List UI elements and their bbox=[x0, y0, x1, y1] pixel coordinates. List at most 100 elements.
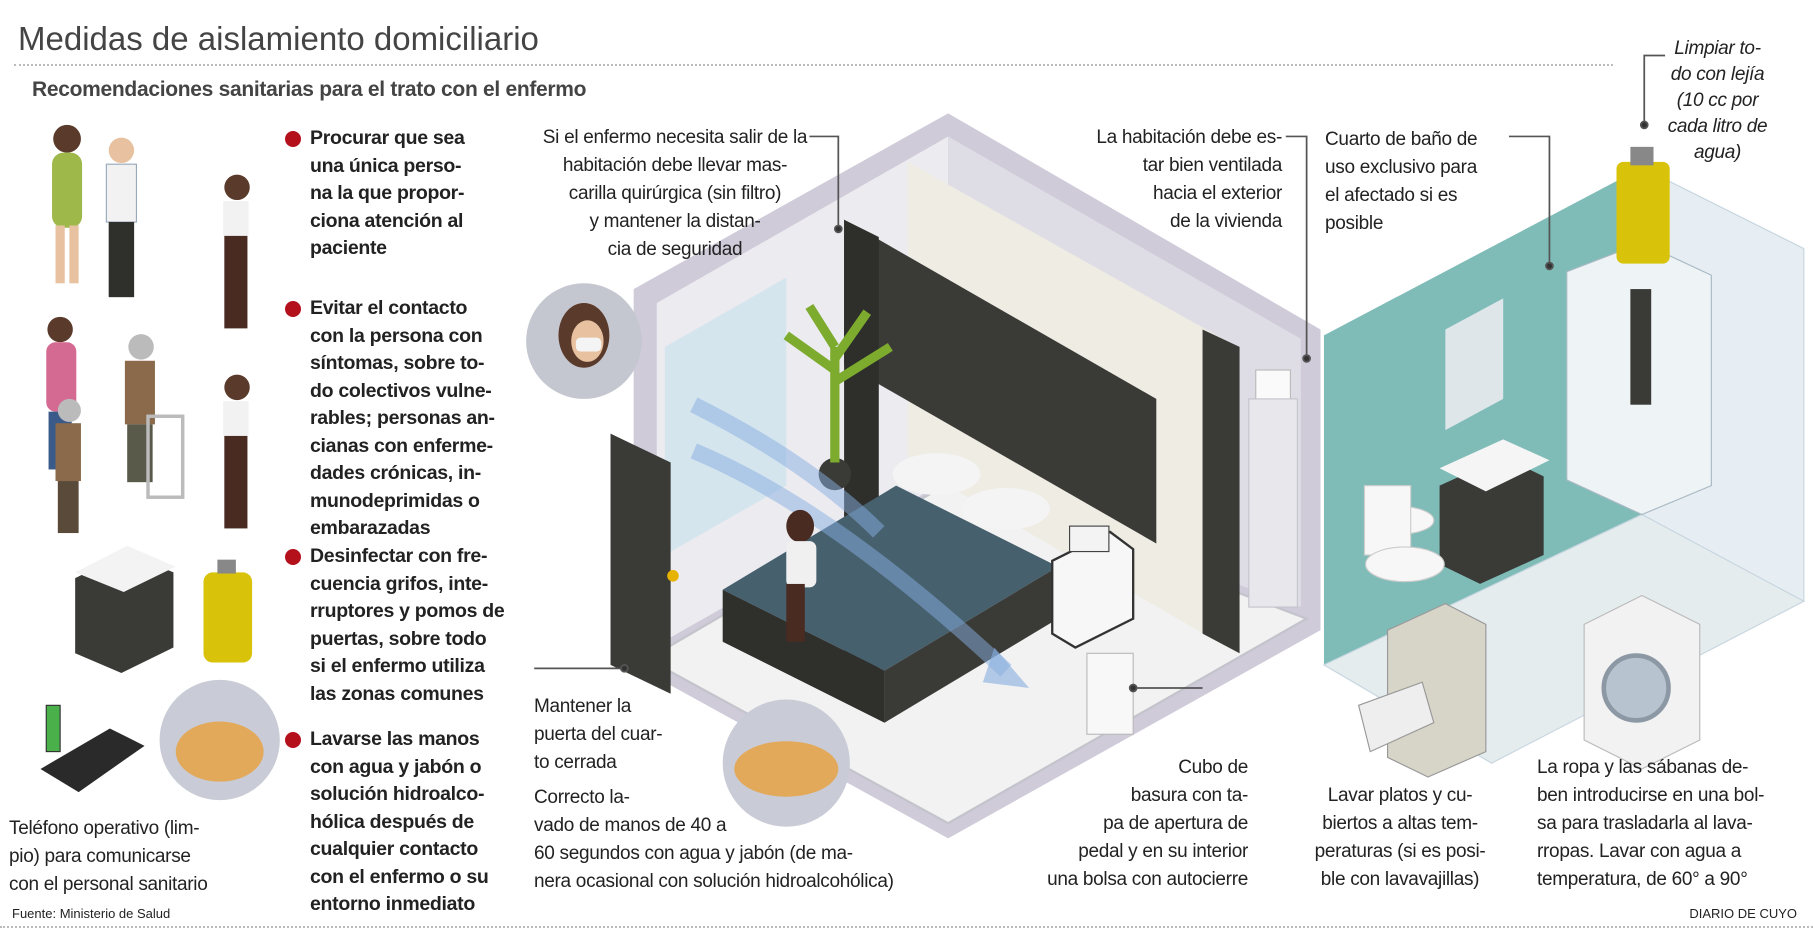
text-line: con agua y jabón o bbox=[310, 755, 482, 778]
text-line: basura con ta- bbox=[1130, 785, 1249, 806]
text-line: nera ocasional con solución hidroalcohól… bbox=[534, 871, 894, 892]
headboard bbox=[844, 219, 1157, 544]
text-line: con la persona con bbox=[310, 324, 483, 347]
patient bbox=[786, 541, 817, 588]
bathroom-illustration bbox=[1322, 146, 1806, 778]
text-line: el afectado si es bbox=[1325, 185, 1458, 206]
recommendation-avoid-contact: Evitar el contacto con la persona con sínt… bbox=[285, 295, 495, 543]
note-handwash: Correcto la-vado de manos de 40 a 60 segu… bbox=[534, 784, 894, 896]
text-line: pio) para comunicarse bbox=[9, 846, 191, 867]
text-line: La habitación debe es- bbox=[1096, 127, 1282, 148]
text-line: posible bbox=[1325, 213, 1384, 234]
battery-icon bbox=[45, 704, 61, 753]
text-line: embarazadas bbox=[310, 517, 431, 539]
sink bbox=[1439, 456, 1544, 584]
mirror bbox=[1445, 298, 1504, 431]
text-line: Procurar que sea bbox=[310, 127, 465, 149]
text-line: do colectivos vulne- bbox=[310, 379, 492, 402]
text-line: sa para trasladarla al lava- bbox=[1537, 813, 1753, 834]
recommendation-disinfect: Desinfectar con fre-cuencia grifos, inte… bbox=[285, 543, 505, 708]
soap-bottle-icon bbox=[203, 572, 253, 663]
divider bbox=[14, 64, 1613, 66]
text-line: uso exclusivo para bbox=[1325, 157, 1477, 178]
bleach-bottle bbox=[1616, 161, 1670, 264]
text-line: ble con lavavajillas) bbox=[1320, 869, 1480, 890]
text-line: cia de seguridad bbox=[607, 239, 743, 260]
text-line: tar bien ventilada bbox=[1142, 155, 1283, 176]
trash-bin bbox=[1086, 652, 1134, 735]
nightstand bbox=[1051, 530, 1135, 649]
note-mask: Si el enfermo necesita salir de la habita… bbox=[530, 124, 820, 264]
text-line: Teléfono operativo (lim- bbox=[9, 818, 200, 839]
text-line: temperatura, de 60° a 90° bbox=[1537, 869, 1748, 890]
bedroom-illustration bbox=[610, 113, 1321, 839]
text-line: una única perso- bbox=[310, 154, 462, 177]
text-line: una bolsa con autocierre bbox=[1047, 869, 1248, 890]
text-line: rables; personas an- bbox=[310, 407, 495, 429]
text-line: hacia el exterior bbox=[1152, 183, 1282, 204]
text-line: y mantener la distan- bbox=[589, 211, 761, 232]
text-line: con el enfermo o su bbox=[310, 865, 489, 888]
text-line: síntomas, sobre to- bbox=[310, 352, 485, 374]
text-line: si el enfermo utiliza bbox=[310, 655, 485, 677]
bullet-dot bbox=[285, 732, 301, 748]
note-laundry: La ropa y las sábanas de-ben introducirs… bbox=[1537, 754, 1764, 894]
text-line: agua) bbox=[1693, 142, 1742, 163]
callout-lines bbox=[534, 54, 1666, 693]
text-line: (10 cc por bbox=[1676, 90, 1759, 111]
text-line: Cuarto de baño de bbox=[1325, 129, 1478, 150]
walker bbox=[146, 414, 185, 499]
text-line: solución hidroalco- bbox=[310, 783, 485, 805]
text-line: con el personal sanitario bbox=[9, 874, 208, 895]
text-line: cualquier contacto bbox=[310, 838, 478, 860]
note-ventilation: La habitación debe es-tar bien ventilada… bbox=[1060, 124, 1282, 236]
text-line: peraturas (si es posi- bbox=[1314, 841, 1486, 862]
text-line: cada litro de bbox=[1667, 116, 1768, 137]
text-line: biertos a altas tem- bbox=[1322, 813, 1478, 834]
bullet-dot bbox=[285, 131, 301, 147]
dishwasher bbox=[1386, 602, 1487, 778]
footer-divider bbox=[0, 926, 1813, 928]
note-phone: Teléfono operativo (lim-pio) para comuni… bbox=[9, 815, 208, 899]
toilet bbox=[1363, 485, 1412, 556]
text-line: carilla quirúrgica (sin filtro) bbox=[568, 183, 782, 204]
text-line: Desinfectar con fre- bbox=[310, 545, 488, 567]
sink-icon bbox=[75, 552, 174, 673]
note-trash: Cubo de basura con ta-pa de apertura de pe… bbox=[1000, 754, 1248, 894]
text-line: de la vivienda bbox=[1170, 211, 1282, 232]
recommendation-single-caregiver: Procurar que sea una única perso-na la qu… bbox=[285, 125, 465, 263]
text-line: na la que propor- bbox=[310, 182, 465, 204]
text-line: La ropa y las sábanas de- bbox=[1537, 757, 1749, 778]
text-line: habitación debe llevar mas- bbox=[562, 155, 788, 176]
source-credit: Fuente: Ministerio de Salud bbox=[12, 906, 171, 921]
door bbox=[610, 433, 671, 694]
text-line: pa de apertura de bbox=[1103, 813, 1248, 834]
text-line: Lavar platos y cu- bbox=[1327, 785, 1473, 806]
text-line: vado de manos de 40 a bbox=[534, 815, 727, 836]
subtitle: Recomendaciones sanitarias para el trato… bbox=[32, 78, 587, 101]
bullet-dot bbox=[285, 301, 301, 317]
text-line: paciente bbox=[310, 237, 387, 259]
text-line: Mantener la bbox=[534, 696, 632, 717]
text-line: ciona atención al bbox=[310, 209, 464, 232]
text-line: Si el enfermo necesita salir de la bbox=[542, 127, 808, 148]
publisher-brand: DIARIO DE CUYO bbox=[1689, 906, 1797, 921]
text-line: Evitar el contacto bbox=[310, 297, 468, 319]
text-line: Cubo de bbox=[1178, 757, 1248, 778]
text-line: Correcto la- bbox=[534, 787, 630, 808]
people-illustration bbox=[40, 124, 850, 827]
note-bathroom: Cuarto de baño de uso exclusivo para el af… bbox=[1325, 126, 1478, 238]
text-line: hólica después de bbox=[310, 810, 474, 833]
text-line: pedal y en su interior bbox=[1078, 841, 1248, 862]
text-line: Limpiar to- bbox=[1674, 38, 1761, 59]
text-line: puerta del cuar- bbox=[534, 724, 663, 745]
text-line: dades crónicas, in- bbox=[310, 462, 481, 484]
text-line: cianas con enferme- bbox=[310, 434, 493, 457]
text-line: 60 segundos con agua y jabón (de ma- bbox=[534, 843, 853, 864]
text-line: las zonas comunes bbox=[310, 682, 484, 705]
